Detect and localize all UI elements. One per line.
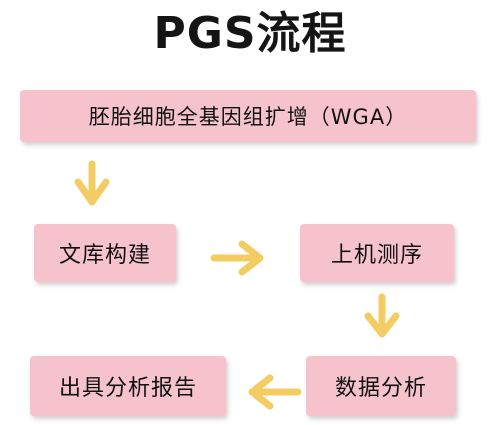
arrow-right-icon	[210, 240, 264, 276]
arrow-down-icon	[74, 160, 110, 206]
step-library-box: 文库构建	[34, 224, 176, 282]
step-report-label: 出具分析报告	[58, 376, 197, 401]
step-analysis-box: 数据分析	[306, 356, 456, 416]
arrow-down-icon	[364, 293, 400, 338]
step-library-label: 文库构建	[58, 243, 151, 268]
diagram-title: PGS流程	[153, 8, 347, 59]
arrow-left-icon	[248, 374, 302, 410]
step-sequencing-label: 上机测序	[330, 243, 423, 268]
step-analysis-label: 数据分析	[334, 376, 427, 401]
step-sequencing-box: 上机测序	[300, 224, 454, 282]
step-wga-label: 胚胎细胞全基因组扩增（WGA）	[88, 105, 408, 129]
step-wga-box: 胚胎细胞全基因组扩增（WGA）	[20, 90, 476, 142]
step-report-box: 出具分析报告	[30, 356, 226, 416]
